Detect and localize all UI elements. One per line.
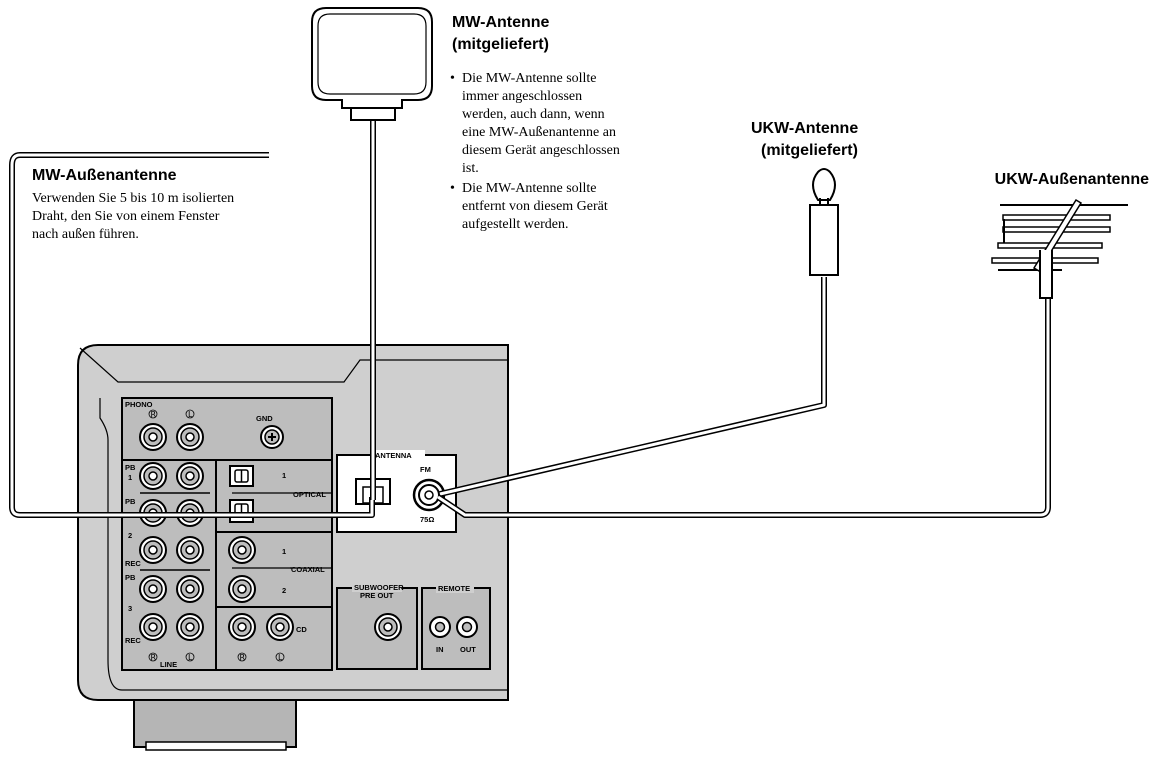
am-terminal-icon xyxy=(355,478,391,505)
label-gnd: GND xyxy=(256,414,273,423)
fm-outdoor-annotation: UKW-Außenantenne xyxy=(995,171,1149,188)
bullet-1-line-6: ist. xyxy=(462,161,479,176)
label-r-cd: R xyxy=(240,653,246,662)
mw-antenna-annotation: MW-Antenne (mitgeliefert) • Die MW-Anten… xyxy=(450,14,620,232)
rca-jack-icon xyxy=(176,462,204,490)
rca-jack-icon xyxy=(139,613,167,641)
label-rec-3: REC xyxy=(125,636,141,645)
receiver-back-panel: PHONO R L GND PB 1 PB 2 REC PB 3 REC R L… xyxy=(77,344,509,751)
rca-jack-icon xyxy=(228,613,256,641)
rca-jack-icon xyxy=(139,575,167,603)
rca-jack-icon xyxy=(176,575,204,603)
label-75-ohm: 75Ω xyxy=(420,515,434,524)
label-r-line: R xyxy=(151,653,157,662)
label-pb-2: PB xyxy=(125,497,136,506)
antenna-cables xyxy=(9,118,1051,518)
label-line-2: 2 xyxy=(128,531,132,540)
mw-outdoor-annotation: MW-Außenantenne Verwenden Sie 5 bis 10 m… xyxy=(32,167,234,242)
label-coaxial: COAXIAL xyxy=(291,565,325,574)
label-remote: REMOTE xyxy=(438,584,470,593)
fm-indoor-antenna-icon xyxy=(809,168,839,276)
rca-jack-icon xyxy=(176,613,204,641)
fm-antenna-title-line2: (mitgeliefert) xyxy=(761,142,858,159)
mw-loop-antenna-icon xyxy=(311,7,433,121)
optical-port-icon xyxy=(229,465,254,487)
fm-outdoor-title: UKW-Außenantenne xyxy=(995,171,1149,188)
label-r-phono: R xyxy=(151,410,157,419)
r-circle-icon xyxy=(237,652,247,662)
fm-coax-jack-icon xyxy=(412,478,446,512)
coaxial-jacks xyxy=(228,536,256,603)
bullet-1-line-1: Die MW-Antenne sollte xyxy=(462,71,597,86)
label-pre-out: PRE OUT xyxy=(360,591,394,600)
line-jacks xyxy=(139,462,204,641)
label-phono: PHONO xyxy=(125,400,153,409)
l-circle-icon xyxy=(185,652,195,662)
bullet-2-line-3: aufgestellt werden. xyxy=(462,217,569,232)
mw-outdoor-title: MW-Außenantenne xyxy=(32,167,177,184)
mini-jack-icon xyxy=(429,616,451,638)
bullet-2-line-2: entfernt von diesem Gerät xyxy=(462,199,608,214)
fm-outdoor-cable xyxy=(436,298,1051,518)
mw-outdoor-line-2: Draht, den Sie von einem Fenster xyxy=(32,209,220,224)
mw-outdoor-line-3: nach außen führen. xyxy=(32,227,139,242)
r-circle-icon xyxy=(148,652,158,662)
label-pb-3: PB xyxy=(125,573,136,582)
rca-jack-icon xyxy=(374,613,402,641)
label-coaxial-1: 1 xyxy=(282,547,286,556)
mw-outdoor-line-1: Verwenden Sie 5 bis 10 m isolierten xyxy=(32,191,234,206)
gnd-terminal-icon xyxy=(260,425,284,449)
label-pb-1: PB xyxy=(125,463,136,472)
label-l-cd: L xyxy=(278,653,283,662)
rca-jack-icon xyxy=(266,613,294,641)
label-line: LINE xyxy=(160,660,177,669)
rca-jack-icon xyxy=(139,536,167,564)
cd-jacks xyxy=(228,613,294,641)
l-circle-icon xyxy=(275,652,285,662)
label-l-phono: L xyxy=(188,410,193,419)
fm-outdoor-antenna-icon xyxy=(991,198,1128,299)
label-subwoofer: SUBWOOFER xyxy=(354,583,404,592)
bullet-2-line-1: Die MW-Antenne sollte xyxy=(462,181,597,196)
phono-jacks xyxy=(139,423,204,451)
mw-antenna-title-line1: MW-Antenne xyxy=(452,14,550,31)
label-fm: FM xyxy=(420,465,431,474)
label-coaxial-2: 2 xyxy=(282,586,286,595)
mini-jack-icon xyxy=(456,616,478,638)
r-circle-icon xyxy=(148,409,158,419)
mw-antenna-title-line2: (mitgeliefert) xyxy=(452,36,549,53)
rca-jack-icon xyxy=(139,462,167,490)
bullet-1-line-5: diesem Gerät angeschlossen xyxy=(462,143,620,158)
label-l-line: L xyxy=(188,653,193,662)
fm-antenna-annotation: UKW-Antenne (mitgeliefert) xyxy=(751,120,858,159)
label-remote-in: IN xyxy=(436,645,444,654)
label-optical-1: 1 xyxy=(282,471,286,480)
rca-jack-icon xyxy=(228,575,256,603)
rca-jack-icon xyxy=(176,423,204,451)
bullet-1-line-4: eine MW-Außenantenne an xyxy=(462,125,616,140)
label-remote-out: OUT xyxy=(460,645,476,654)
fm-antenna-title-line1: UKW-Antenne xyxy=(751,120,858,137)
label-line-3: 3 xyxy=(128,604,132,613)
label-line-1: 1 xyxy=(128,473,132,482)
l-circle-icon xyxy=(185,409,195,419)
rca-jack-icon xyxy=(176,536,204,564)
label-rec-2: REC xyxy=(125,559,141,568)
bullet-1-line-2: immer angeschlossen xyxy=(462,89,582,104)
rca-jack-icon xyxy=(139,423,167,451)
bullet-1-line-3: werden, auch dann, wenn xyxy=(462,107,605,122)
label-cd: CD xyxy=(296,625,307,634)
optical-port-icon xyxy=(229,499,254,523)
rca-jack-icon xyxy=(228,536,256,564)
label-optical: OPTICAL xyxy=(293,490,326,499)
bullet-1-marker: • xyxy=(450,71,455,86)
bullet-2-marker: • xyxy=(450,181,455,196)
label-antenna: ANTENNA xyxy=(375,451,412,460)
